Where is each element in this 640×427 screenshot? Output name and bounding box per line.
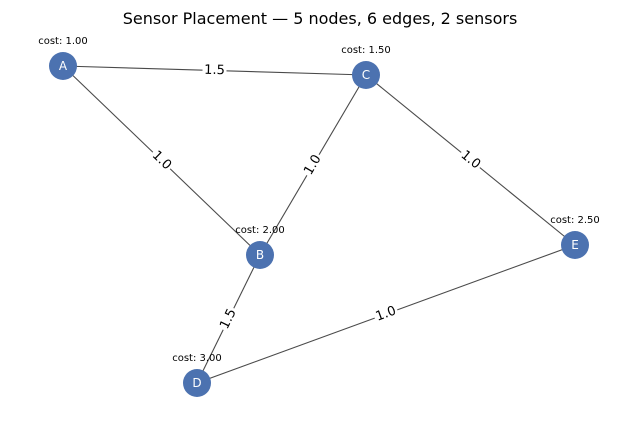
- node-circle: [183, 369, 211, 397]
- edge-weight-label: 1.0: [458, 148, 484, 173]
- edge-weight-background: [146, 145, 177, 176]
- node-circle: [561, 231, 589, 259]
- node-label: E: [571, 238, 579, 252]
- edge-weight-group: 1.5: [215, 304, 242, 334]
- edge-weight-label: 1.0: [374, 303, 399, 324]
- node-circle: [352, 61, 380, 89]
- node-cost-label: cost: 2.50: [550, 215, 600, 226]
- edges-layer: [62, 65, 576, 384]
- diagram-title: Sensor Placement — 5 nodes, 6 edges, 2 s…: [123, 9, 518, 28]
- node-cost-label: cost: 3.00: [172, 353, 222, 364]
- node-label: D: [192, 376, 201, 390]
- edge-weight-background: [455, 145, 486, 175]
- node-label: A: [59, 59, 68, 73]
- edge-weight-group: 1.0: [299, 150, 327, 180]
- node-cost-label: cost: 1.00: [38, 36, 88, 47]
- edge-weight-background: [202, 61, 227, 80]
- node-circle: [246, 241, 274, 269]
- edge-labels-layer: 1.5 1.0 1.0 1.0 1.5 1.0: [146, 61, 486, 334]
- edge-weight-group: 1.0: [371, 301, 401, 327]
- edge-weight-group: 1.0: [455, 145, 486, 175]
- edge-weight-background: [299, 150, 327, 180]
- node-label: C: [362, 68, 370, 82]
- edge-weight-background: [371, 301, 401, 327]
- edge-weight-group: 1.5: [202, 61, 227, 80]
- node-circle: [49, 52, 77, 80]
- edge-weight-background: [215, 304, 242, 334]
- edge-weight-label: 1.5: [204, 63, 225, 79]
- edge-weight-group: 1.0: [146, 145, 177, 176]
- node-label: B: [256, 248, 264, 262]
- node-cost-label: cost: 1.50: [341, 45, 391, 56]
- node-cost-label: cost: 2.00: [235, 225, 285, 236]
